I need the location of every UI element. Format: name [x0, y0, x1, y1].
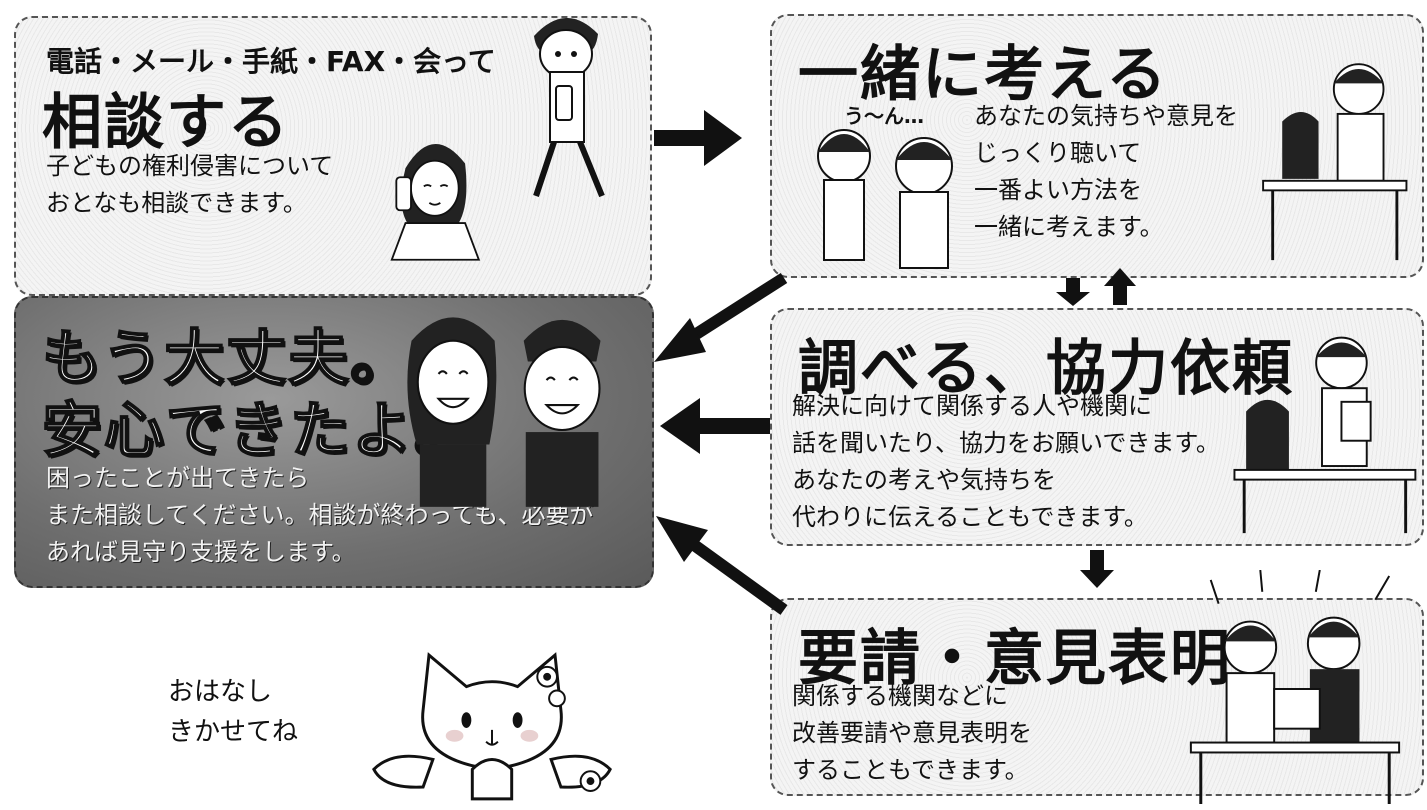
- request-title: 要請・意見表明: [798, 624, 1232, 694]
- consult-body: 子どもの権利侵害について おとなも相談できます。: [46, 152, 334, 217]
- cat-mascot-illustration: [372, 652, 612, 801]
- consult-title: 相談する: [42, 88, 290, 158]
- research-box: 調べる、協力依頼 解決に向けて関係する人や機関に 話を聞いたり、協力をお願いでき…: [770, 308, 1424, 546]
- relief-title-line1: もう大丈夫。: [41, 323, 413, 395]
- think-box: 一緒に考える う〜ん… あなたの気持ちや意見を じっくり聴いて 一番よい方法を …: [770, 14, 1424, 278]
- consult-subtitle: 電話・メール・手紙・FAX・会って: [46, 45, 496, 78]
- arrow-request-to-relief: [656, 516, 788, 615]
- think-title: 一緒に考える: [798, 40, 1169, 110]
- mascot-speech: おはなし きかせてね: [168, 677, 299, 747]
- arrow-research-to-request: [1080, 550, 1114, 588]
- meeting-with-documents-illustration: [1189, 570, 1401, 805]
- relief-box: もう大丈夫。 安心できたよ。 困ったことが出てきたら また相談してください。相談…: [14, 296, 654, 588]
- research-title: 調べる、協力依頼: [798, 334, 1294, 404]
- think-sound-effect: う〜ん…: [844, 104, 924, 128]
- happy-students-illustration: [407, 317, 601, 507]
- arrow-research-to-relief: [660, 398, 770, 454]
- arrow-think-to-relief: [654, 272, 788, 362]
- boy-with-phone-illustration: [533, 18, 605, 198]
- girl-on-phone-illustration: [390, 143, 481, 261]
- counselor-at-desk-illustration: [1262, 63, 1408, 261]
- consult-box: 電話・メール・手紙・FAX・会って 相談する 子どもの権利侵害について おとなも…: [14, 16, 652, 296]
- research-body: 解決に向けて関係する人や機関に 話を聞いたり、協力をお願いできます。 あなたの考…: [792, 392, 1220, 531]
- relief-body: 困ったことが出てきたら また相談してください。相談が終わっても、必要が あれば見…: [46, 464, 594, 566]
- thinking-boys-illustration: [817, 129, 953, 269]
- arrow-consult-to-think: [654, 110, 742, 166]
- arrow-think-to-research: [1056, 278, 1090, 306]
- consultation-table-illustration: [1233, 336, 1417, 534]
- think-body: あなたの気持ちや意見を じっくり聴いて 一番よい方法を 一緒に考えます。: [974, 102, 1238, 241]
- cropped-top-text: [0, 0, 200, 10]
- relief-title-line2: 安心できたよ。: [41, 395, 476, 467]
- request-body: 関係する機関などに 改善要請や意見表明を することもできます。: [792, 682, 1032, 784]
